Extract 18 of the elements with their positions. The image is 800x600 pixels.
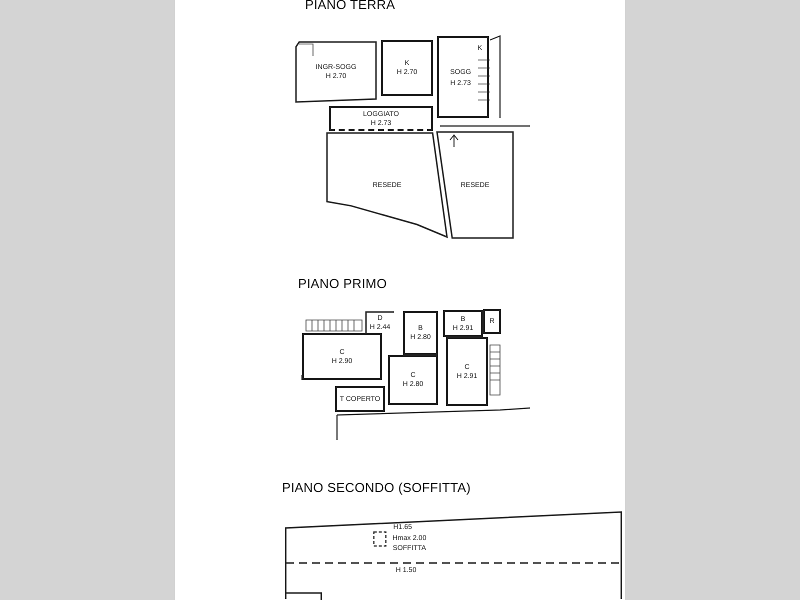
floor-title: PIANO TERRA [305,0,396,12]
room-outline [403,311,438,355]
room-outline [284,511,623,600]
room-outline [381,40,433,96]
room-outline [302,333,382,380]
room-outline [329,106,433,131]
room-outline [327,133,447,237]
room-outline [437,36,489,118]
floor-title: PIANO SECONDO (SOFFITTA) [282,480,471,495]
room-outline [483,309,501,334]
room-outline [388,355,438,405]
room-outline [335,386,385,412]
room-outline [437,132,513,238]
room-outline [443,310,483,337]
floor-title: PIANO PRIMO [298,276,387,291]
room-outline [446,337,488,406]
room-outline [366,312,394,334]
room-outline [296,42,376,102]
